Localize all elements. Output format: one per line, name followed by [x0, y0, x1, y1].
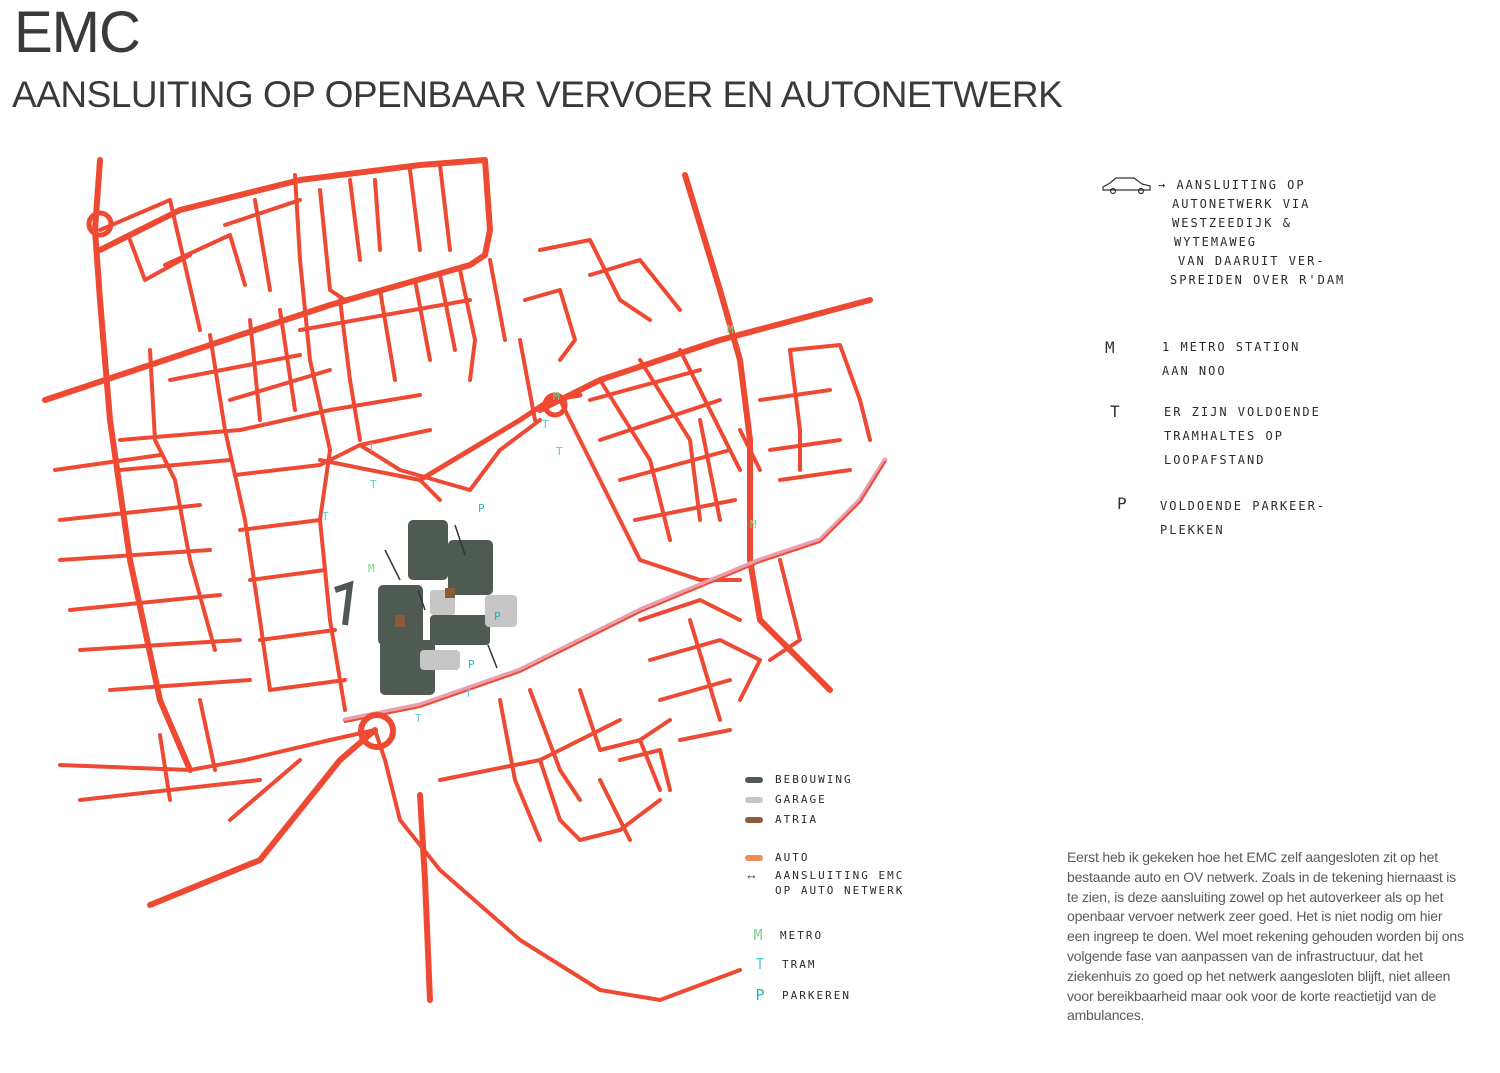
connection-arrow [454, 524, 466, 556]
car-note-line: WYTEMAWEG [1174, 235, 1258, 249]
car-note-line: SPREIDEN OVER R'DAM [1170, 273, 1346, 287]
car-note-line: → AANSLUITING OP [1158, 178, 1306, 192]
road-main-east-ring [682, 172, 833, 693]
roundabout-south [358, 712, 396, 750]
tram-note-line: LOOPAFSTAND [1164, 453, 1266, 467]
emc-connection-arrows [384, 524, 498, 669]
metro-note-line: AAN NOO [1162, 364, 1227, 378]
legend-label: BEBOUWING [775, 773, 853, 786]
metro-marker: M [727, 323, 734, 336]
road-main-south [147, 727, 378, 908]
car-note-line: AUTONETWERK VIA [1172, 197, 1311, 211]
map-symbols: M M M M T T T T T T T P P P [322, 323, 757, 725]
legend-item-metro: M METRO [750, 926, 823, 944]
legend-label: METRO [780, 928, 824, 942]
garage-swatch [745, 796, 763, 803]
description-text: Eerst heb ik gekeken hoe het EMC zelf aa… [1067, 849, 1464, 1024]
parking-marker: P [468, 658, 475, 671]
connection-arrow [417, 589, 426, 611]
garage-east [485, 595, 517, 627]
road-main-north [42, 252, 488, 403]
parking-note-line: VOLDOENDE PARKEER- [1160, 499, 1327, 513]
parking-note-line: PLEKKEN [1160, 523, 1225, 537]
road-diag-emc [417, 392, 583, 483]
legend-label: GARAGE [775, 793, 827, 806]
tram-marker: T [322, 510, 329, 523]
legend-item-tram: T TRAM [752, 955, 817, 973]
metro-note: 1 METRO STATION AAN NOO [1162, 335, 1300, 383]
building-outline-west [334, 580, 354, 626]
legend-item-parkeren: P PARKEREN [752, 986, 851, 1004]
page-subtitle: AANSLUITING OP OPENBAAR VERVOER EN AUTON… [12, 74, 1063, 115]
road-ring-pink-red [344, 461, 886, 723]
legend-label: TRAM [782, 957, 817, 971]
car-note-line: VAN DAARUIT VER- [1178, 254, 1326, 268]
auto-swatch [745, 854, 763, 861]
garage-center [420, 650, 460, 670]
metro-symbol: M [753, 926, 763, 944]
metro-note-line: 1 METRO STATION [1162, 340, 1301, 354]
bebouwing-swatch [745, 776, 763, 783]
legend-item-bebouwing: BEBOUWING [745, 772, 853, 787]
metro-marker: M [553, 390, 560, 403]
legend-label: ATRIA [775, 813, 819, 826]
tram-marker: T [368, 441, 375, 454]
tram-marker: T [556, 445, 563, 458]
tram-marker: T [465, 687, 472, 700]
building-northeast [448, 540, 493, 595]
atrium-1 [445, 588, 455, 598]
page-title: EMC [14, 0, 141, 65]
atrium-2 [395, 615, 405, 627]
connection-arrow [487, 644, 498, 669]
legend-label: PARKEREN [782, 988, 851, 1002]
road-main-northeast [537, 297, 873, 413]
building-center [430, 615, 490, 645]
tram-note-line: ER ZIJN VOLDOENDE [1164, 405, 1321, 419]
parking-marker: P [494, 610, 501, 623]
legend-item-garage: GARAGE [745, 792, 827, 807]
parking-symbol: P [755, 986, 765, 1004]
metro-marker: M [750, 518, 757, 531]
tram-marker: T [370, 478, 377, 491]
tram-marker: T [542, 418, 549, 431]
atria-swatch [745, 816, 763, 823]
tram-note: ER ZIJN VOLDOENDE TRAMHALTES OP LOOPAFST… [1164, 400, 1321, 472]
connection-arrow [384, 549, 401, 581]
legend-label: AANSLUITING EMC [775, 869, 905, 882]
tram-note-symbol: T [1110, 402, 1120, 421]
roundabout-center [542, 392, 568, 418]
legend-item-atria: ATRIA [745, 812, 818, 827]
road-main-west [92, 157, 193, 773]
road-diag-north [97, 157, 493, 258]
road-main-southwest [417, 792, 433, 1003]
emc-complex [334, 520, 517, 695]
car-note-line: WESTZEEDIJK & [1172, 216, 1292, 230]
legend-label: OP AUTO NETWERK [775, 884, 905, 897]
tram-marker: T [415, 712, 422, 725]
metro-note-symbol: M [1105, 338, 1115, 357]
car-icon [1102, 177, 1151, 195]
roundabout-west [86, 210, 114, 238]
legend-item-aansluiting: ↔ AANSLUITING EMC OP AUTO NETWERK [745, 868, 904, 898]
parking-note-symbol: P [1117, 494, 1127, 513]
legend-item-auto: AUTO [745, 850, 810, 865]
double-arrow-icon: ↔ [745, 867, 758, 882]
tram-note-line: TRAMHALTES OP [1164, 429, 1284, 443]
metro-marker: M [368, 562, 375, 575]
tram-symbol: T [755, 955, 765, 973]
car-note: → AANSLUITING OP AUTONETWERK VIA WESTZEE… [1158, 176, 1345, 290]
road-ring-pink [342, 457, 888, 723]
parking-note: VOLDOENDE PARKEER- PLEKKEN [1160, 494, 1326, 542]
legend-label-group: AANSLUITING EMC OP AUTO NETWERK [775, 868, 904, 898]
parking-marker: P [478, 502, 485, 515]
legend-label: AUTO [775, 851, 810, 864]
building-north [408, 520, 448, 580]
